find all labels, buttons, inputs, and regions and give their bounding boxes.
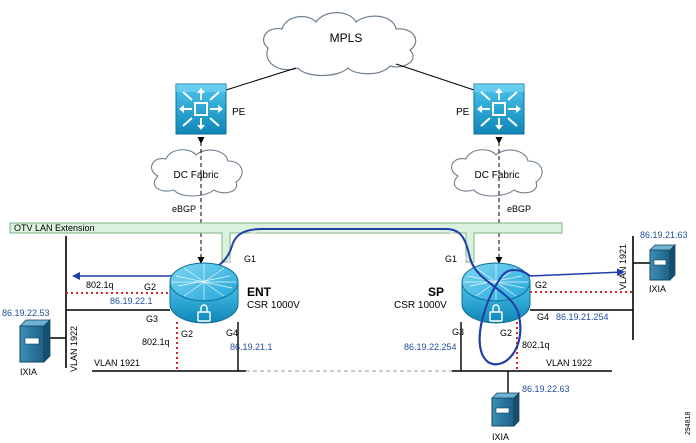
ixia-right-label: IXIA: [649, 284, 666, 294]
ixia-bottom-ip: 86.19.22.63: [522, 384, 570, 394]
ebgp-right-label: eBGP: [507, 204, 531, 214]
sp-dot1q-label: 802.1q: [522, 340, 550, 350]
sp-g4-label: G4: [537, 312, 549, 322]
sp-name-label: SP: [428, 285, 444, 299]
dc-fabric-cloud-left: DC Fabric: [151, 149, 243, 197]
ebgp-left-label: eBGP: [172, 204, 196, 214]
pe-router-left: PE: [175, 83, 246, 135]
ent-dot1q-bottom-label: 802.1q: [142, 337, 170, 347]
vlan-1922-left-label: VLAN 1922: [69, 326, 79, 372]
ent-ip-g4: 86.19.21.1: [230, 342, 273, 352]
ent-g2-bottom-label: G2: [181, 329, 193, 339]
ixia-left-device: [19, 319, 51, 363]
ent-ip-g2: 86.19.22.1: [110, 296, 153, 306]
sp-g3-label: G3: [452, 327, 464, 337]
sp-g1-label: G1: [445, 254, 457, 264]
lock-icon: [197, 304, 211, 322]
mpls-label: MPLS: [330, 31, 363, 45]
router-arrows-icon: [477, 88, 521, 130]
mpls-cloud: MPLS: [263, 12, 417, 77]
link-mpls-pe-left: [225, 67, 297, 91]
sp-csr-router: SP CSR 1000V: [394, 262, 531, 324]
link-mpls-pe-right: [395, 63, 475, 91]
ent-g2-top-label: G2: [144, 282, 156, 292]
ent-dot1q-top-label: 802.1q: [86, 280, 114, 290]
pe-left-label: PE: [232, 107, 246, 118]
ent-g3-label: G3: [146, 314, 158, 324]
otv-label: OTV LAN Extension: [14, 223, 95, 233]
figure-id: 294818: [685, 412, 692, 435]
sp-model-label: CSR 1000V: [394, 300, 447, 311]
otv-lan-extension: OTV LAN Extension: [9, 222, 563, 263]
ixia-left-ip: 86.19.22.53: [2, 308, 50, 318]
ent-g4-label: G4: [226, 328, 238, 338]
otv-tunnel-loop-sp: [469, 257, 531, 366]
vlan-1921-right-label: VLAN 1921: [618, 244, 628, 290]
sp-ip-g3: 86.19.22.254: [404, 342, 457, 352]
sp-ip-g4: 86.19.21.254: [556, 312, 609, 322]
ixia-bottom-device: [491, 392, 520, 427]
traffic-arrow-right: [529, 268, 625, 277]
ent-name-label: ENT: [247, 285, 272, 299]
sp-vlan-1922-label: VLAN 1922: [546, 358, 592, 368]
ent-g1-label: G1: [244, 254, 256, 264]
dc-fabric-left-label: DC Fabric: [173, 170, 218, 181]
ixia-left-label: IXIA: [20, 367, 37, 377]
sp-g2-top-label: G2: [535, 280, 547, 290]
dc-fabric-cloud-right: DC Fabric: [451, 149, 543, 197]
ixia-right-device: [649, 244, 676, 281]
ent-csr-router: ENT CSR 1000V: [169, 262, 300, 324]
ent-model-label: CSR 1000V: [247, 300, 300, 311]
sp-g2-bottom-label: G2: [500, 328, 512, 338]
ixia-bottom-label: IXIA: [492, 432, 509, 442]
pe-router-right: PE: [456, 83, 525, 135]
pe-right-label: PE: [456, 107, 470, 118]
router-arrows-icon: [179, 88, 223, 130]
lock-icon: [489, 304, 503, 322]
dc-fabric-right-label: DC Fabric: [474, 170, 519, 181]
ixia-right-ip: 86.19.21.63: [640, 230, 688, 240]
ent-vlan-1921-label: VLAN 1921: [94, 358, 140, 368]
